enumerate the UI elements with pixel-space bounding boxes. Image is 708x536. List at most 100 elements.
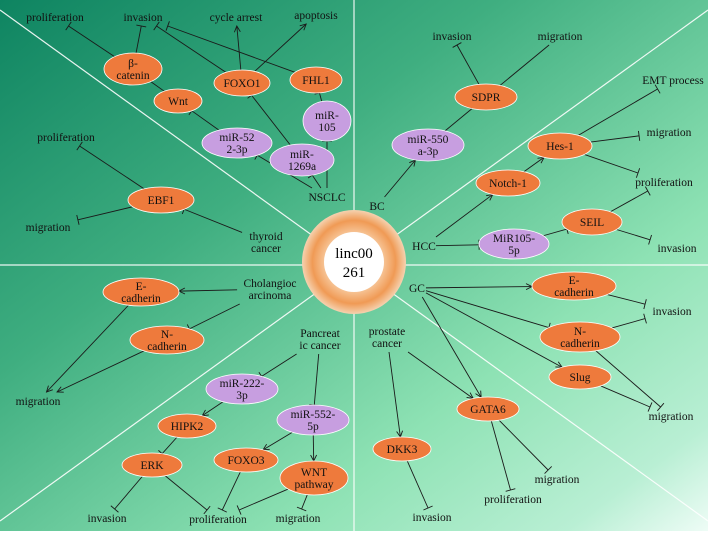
cycle-arrest-label: cycle arrest	[210, 12, 263, 24]
wnt-tl-label: Wnt	[168, 96, 189, 108]
invasion-bc-node: invasion	[433, 31, 472, 43]
slug-label: Slug	[569, 372, 590, 384]
nsclc-label: NSCLC	[308, 192, 345, 204]
ebf1-label: EBF1	[148, 195, 175, 207]
center-label-line1: linc00	[335, 246, 373, 262]
proliferation-tl2-node: proliferation	[37, 132, 95, 144]
e-cad-l-node: E-cadherin	[103, 278, 179, 306]
dkk3-label: DKK3	[387, 444, 418, 456]
migration-chol-node: migration	[16, 396, 61, 408]
invasion-pro-label: invasion	[413, 512, 452, 524]
notch1-label: Notch-1	[489, 178, 527, 190]
gc-label: GC	[409, 283, 425, 295]
fhl1-node: FHL1	[290, 67, 342, 93]
hipk2-node: HIPK2	[158, 414, 216, 438]
migration-pro-node: migration	[535, 474, 580, 486]
proliferation-tl2-label: proliferation	[37, 132, 95, 144]
gata6-node: GATA6	[457, 397, 519, 421]
migration-pan-node: migration	[276, 513, 321, 525]
migration-gc-label: migration	[649, 411, 694, 423]
fhl1-label: FHL1	[302, 75, 330, 87]
invasion-hcc-label: invasion	[658, 243, 697, 255]
sdpr-label: SDPR	[472, 92, 501, 104]
dkk3-node: DKK3	[373, 437, 431, 461]
erk-node: ERK	[122, 453, 182, 477]
ebf1-node: EBF1	[128, 187, 194, 213]
invasion-pan-label: invasion	[88, 513, 127, 525]
foxo3-label: FOXO3	[227, 455, 264, 467]
invasion-tl-node: invasion	[124, 12, 163, 24]
gc-node: GC	[409, 283, 425, 295]
migration-chol-label: migration	[16, 396, 61, 408]
mir552-node: miR-552-5p	[277, 405, 349, 435]
proliferation-pan-node: proliferation	[189, 514, 247, 526]
seil-node: SEIL	[562, 209, 622, 235]
invasion-bc-label: invasion	[433, 31, 472, 43]
hcc-node: HCC	[412, 241, 436, 253]
mir105-5p-node: MiR105-5p	[479, 229, 549, 259]
proliferation-pan-label: proliferation	[189, 514, 247, 526]
apoptosis-label: apoptosis	[294, 10, 338, 22]
mir1269a-node: miR-1269a	[270, 144, 334, 176]
migration-pan-label: migration	[276, 513, 321, 525]
e-cad-r-node: E-cadherin	[532, 272, 616, 300]
wnt-tl-node: Wnt	[154, 89, 202, 113]
bc-label: BC	[369, 201, 385, 213]
b-catenin-node: β-catenin	[104, 53, 162, 85]
mir1269a-label: miR-1269a	[288, 149, 316, 173]
n-cad-l-node: N-cadherin	[130, 326, 204, 354]
proliferation-pro-label: proliferation	[484, 494, 542, 506]
sdpr-node: SDPR	[455, 84, 517, 110]
proliferation-tl-label: proliferation	[26, 12, 84, 24]
hipk2-label: HIPK2	[171, 421, 204, 433]
nsclc-node: NSCLC	[308, 192, 345, 204]
notch1-node: Notch-1	[476, 170, 540, 196]
gata6-label: GATA6	[470, 404, 506, 416]
proliferation-tl-node: proliferation	[26, 12, 84, 24]
invasion-gc-label: invasion	[653, 306, 692, 318]
apoptosis-node: apoptosis	[294, 10, 338, 22]
mir105-label: miR-105	[315, 110, 339, 134]
migration-bc-label: migration	[538, 31, 583, 43]
proliferation-pro-node: proliferation	[484, 494, 542, 506]
erk-label: ERK	[141, 460, 165, 472]
migration-bc-node: migration	[538, 31, 583, 43]
emt-label: EMT process	[642, 75, 704, 87]
proliferation-hcc-label: proliferation	[635, 177, 693, 189]
invasion-tl-label: invasion	[124, 12, 163, 24]
migration-tl-label: migration	[26, 222, 71, 234]
migration-tl-node: migration	[26, 222, 71, 234]
hes1-label: Hes-1	[546, 141, 574, 153]
center-label-line2: 261	[343, 265, 366, 281]
hcc-label: HCC	[412, 241, 436, 253]
migration-gc-node: migration	[649, 411, 694, 423]
invasion-gc-node: invasion	[653, 306, 692, 318]
invasion-hcc-node: invasion	[658, 243, 697, 255]
cycle-arrest-node: cycle arrest	[210, 12, 263, 24]
mir105-node: miR-105	[303, 101, 351, 141]
bc-node: BC	[369, 201, 385, 213]
foxo1-node: FOXO1	[214, 70, 270, 96]
hes1-node: Hes-1	[528, 133, 592, 159]
foxo1-label: FOXO1	[223, 78, 260, 90]
migration-hcc-node: migration	[647, 127, 692, 139]
migration-pro-label: migration	[535, 474, 580, 486]
center-node: linc00 261	[302, 210, 406, 314]
invasion-pan-node: invasion	[88, 513, 127, 525]
seil-label: SEIL	[580, 217, 604, 229]
migration-hcc-label: migration	[647, 127, 692, 139]
slug-node: Slug	[549, 365, 611, 389]
